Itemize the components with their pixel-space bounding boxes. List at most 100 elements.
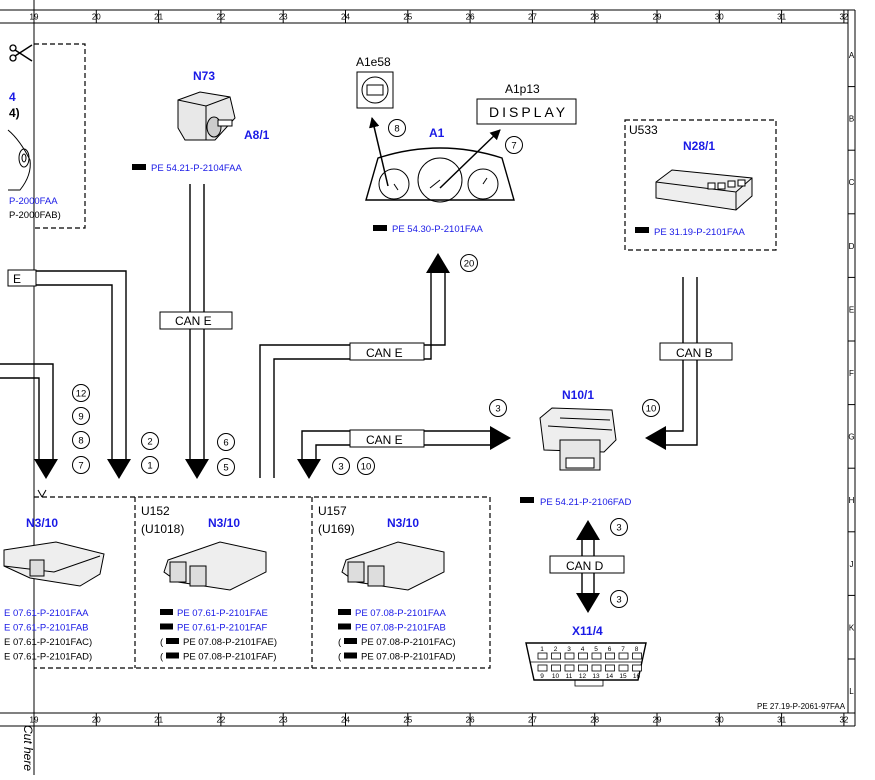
ref-paren: ( (160, 637, 164, 648)
n10-can-box (349, 429, 425, 448)
ecu-ref-line: E 07.61-P-2101FAC) (4, 637, 92, 648)
obd-pin (632, 652, 642, 660)
callout-number: 8 (78, 436, 83, 447)
engine-warning-icon (361, 76, 389, 104)
column-label: 19 (30, 716, 39, 725)
a1e58-box (356, 71, 394, 109)
a1-can-box (349, 342, 425, 361)
callout-c9: 9 (72, 407, 90, 425)
ecu-left-icon (3, 541, 105, 587)
u533-ref: PE 31.19-P-2101FAA (654, 227, 745, 238)
column-label: 31 (777, 13, 786, 22)
callout-number: 20 (464, 259, 475, 270)
row-label: L (849, 687, 854, 696)
control-module-icon (655, 169, 753, 211)
obd-pin (618, 664, 629, 672)
reference-book-icon (520, 497, 534, 503)
reference-book-icon (635, 227, 649, 233)
column-label: 25 (403, 716, 412, 725)
column-label: 25 (403, 13, 412, 22)
n73-can-box (159, 311, 233, 330)
u152-code1: U152 (141, 504, 170, 518)
callout-c20: 20 (460, 254, 478, 272)
column-label: 23 (279, 716, 288, 725)
a1p13-display-box (476, 98, 577, 125)
n73-ref: PE 54.21-P-2104FAA (151, 163, 242, 174)
callout-number: 12 (76, 389, 87, 400)
column-label: 21 (154, 716, 163, 725)
callout-c12: 12 (72, 384, 90, 402)
callout-number: 10 (646, 404, 657, 415)
callout-c6: 6 (217, 433, 235, 451)
n10-can-label: CAN E (366, 433, 403, 447)
ecu-ref-line: E 07.61-P-2101FAB (4, 623, 89, 634)
column-label: 28 (590, 13, 599, 22)
diag-can-box (549, 555, 625, 574)
obd-pin-number: 15 (619, 673, 627, 680)
callout-number: 3 (338, 462, 343, 473)
n73-sub: A8/1 (244, 128, 270, 142)
reference-book-icon (344, 652, 357, 659)
callout-number: 3 (616, 595, 621, 606)
obd-pin-number: 7 (621, 646, 625, 653)
column-label: 31 (777, 716, 786, 725)
sam-module-icon (539, 407, 617, 471)
column-label: 19 (30, 13, 39, 22)
reference-book-icon (132, 164, 146, 170)
left-component-icon (7, 129, 31, 191)
obd-pin (591, 652, 602, 660)
obd-pin-number: 5 (594, 646, 598, 653)
ref-paren: ( (160, 652, 164, 663)
callout-c8a: 8 (72, 431, 90, 449)
row-label: D (849, 242, 855, 251)
callout-c10b: 10 (642, 399, 660, 417)
callout-number: 3 (495, 404, 500, 415)
obd-pin (537, 664, 548, 672)
callout-number: 3 (616, 523, 621, 534)
ecu-left-title: N3/10 (26, 516, 58, 530)
obd-pin (578, 652, 588, 660)
callout-c3c: 3 (610, 518, 628, 536)
reference-book-icon (166, 652, 179, 659)
ecu-ref-line: E 07.61-P-2101FAA (4, 608, 89, 619)
callout-number: 9 (78, 412, 83, 423)
u152-code2: (U1018) (141, 522, 184, 536)
column-label: 24 (341, 716, 350, 725)
ecu-ref-line: PE 07.08-P-2101FAA (355, 608, 446, 619)
callout-number: 2 (147, 437, 152, 448)
u157-code1: U157 (318, 504, 347, 518)
column-grid: 1919202021212222232324242525262627272828… (30, 10, 849, 726)
a1p13-display-text: DISPLAY (489, 104, 568, 120)
ecu-group-box (34, 496, 491, 669)
column-label: 30 (715, 716, 724, 725)
obd-pin (564, 664, 575, 672)
left-can-label: E (13, 272, 21, 286)
u533-can-label: CAN B (676, 346, 713, 360)
left-partial-box (34, 43, 86, 229)
callout-c1: 1 (141, 456, 159, 474)
x11-title: X11/4 (572, 624, 603, 638)
callout-c2: 2 (141, 432, 159, 450)
ecu-u152-icon (163, 541, 267, 591)
callout-number: 5 (223, 463, 228, 474)
obd-pin-number: 4 (581, 646, 585, 653)
column-label: 32 (839, 716, 848, 725)
ecu-ref-line: PE 07.08-P-2101FAE) (183, 637, 277, 648)
cut-here-label: Cut here (21, 725, 35, 771)
a1-can-label: CAN E (366, 346, 403, 360)
footer-code: PE 27.19-P-2061-97FAA (757, 702, 846, 711)
callout-number: 1 (147, 461, 152, 472)
row-label: H (849, 496, 855, 505)
obd-pin (632, 664, 642, 672)
obd-pin-number: 3 (567, 646, 571, 653)
callout-c3a: 3 (332, 457, 350, 475)
row-label: G (848, 433, 854, 442)
left-partial-ref2: P-2000FAB) (9, 210, 61, 221)
column-label: 29 (653, 13, 662, 22)
reference-book-icon (160, 609, 173, 615)
a1e58-title: A1e58 (356, 55, 391, 69)
